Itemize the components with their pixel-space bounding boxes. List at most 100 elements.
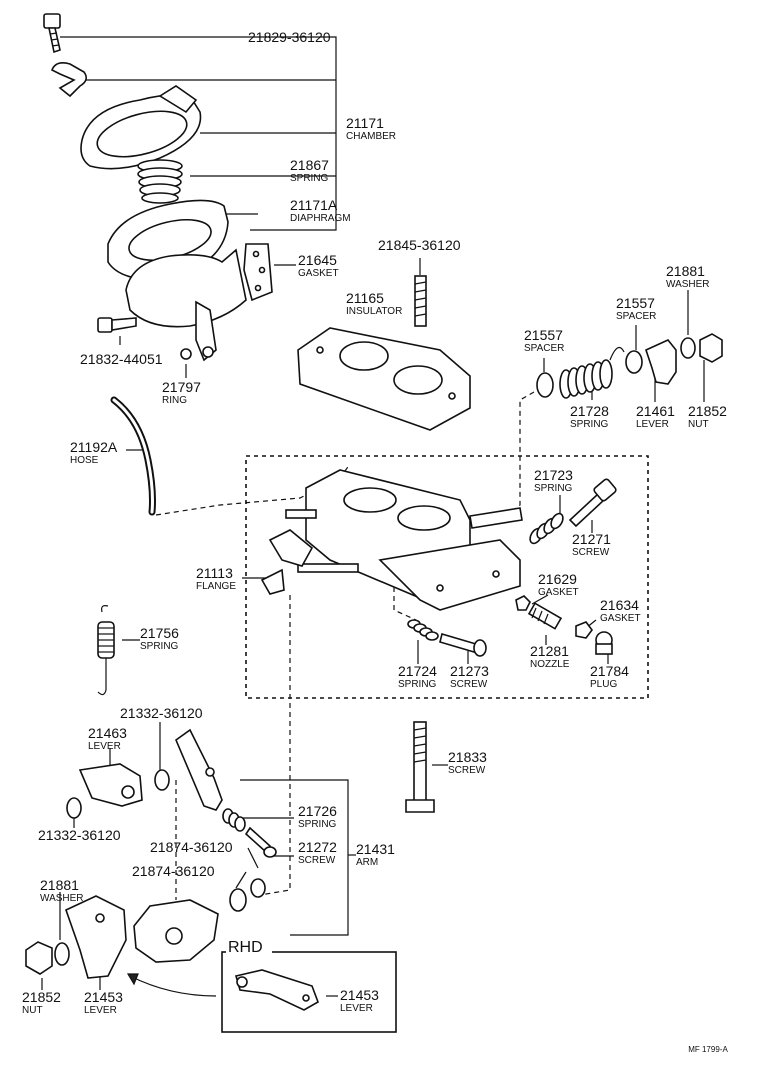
lever-icon xyxy=(645,339,677,385)
part-name: SPRING xyxy=(290,173,329,184)
part-number: 21829-36120 xyxy=(248,29,331,45)
part-name: HOSE xyxy=(70,455,99,466)
part-name: SPRING xyxy=(534,483,573,494)
spacer-ring-icon xyxy=(625,350,643,374)
throttle-lever-icon xyxy=(133,899,219,963)
leader-lines xyxy=(41,36,705,997)
spring-icon xyxy=(137,159,183,204)
screw-icon xyxy=(568,478,617,528)
stud-bolt-icon xyxy=(405,721,435,813)
arrow-icon xyxy=(129,975,217,997)
part-number: 21867 xyxy=(290,157,329,173)
part-number: 21723 xyxy=(534,467,573,483)
lever-icon xyxy=(78,763,143,807)
part-number: 21874-36120 xyxy=(150,839,233,855)
part-name: RING xyxy=(162,395,187,406)
flange-body-icon xyxy=(260,469,523,611)
nut-icon xyxy=(699,333,723,363)
part-name: GASKET xyxy=(298,268,339,279)
nozzle-icon xyxy=(527,602,563,630)
spring-icon xyxy=(97,605,115,696)
part-name: SPACER xyxy=(616,311,656,322)
washer-icon xyxy=(250,878,266,898)
part-name: SCREW xyxy=(448,765,486,776)
part-number: 21726 xyxy=(298,803,337,819)
part-name: DIAPHRAGM xyxy=(290,213,351,224)
arm-icon xyxy=(175,728,223,811)
part-number: 21784 xyxy=(590,663,629,679)
part-number: 21756 xyxy=(140,625,179,641)
coil-spring-icon xyxy=(559,346,625,399)
part-name: LEVER xyxy=(84,1005,117,1016)
part-number: 21192A xyxy=(70,439,118,455)
part-number: 21171A xyxy=(290,197,338,213)
rhd-inset: RHD xyxy=(221,936,397,1033)
screw-icon xyxy=(43,13,61,54)
part-name: SCREW xyxy=(572,547,610,558)
washer-icon xyxy=(66,797,82,819)
part-number: 21881 xyxy=(40,877,79,893)
nut-icon xyxy=(25,941,53,975)
stud-bolt-icon xyxy=(414,275,427,327)
washer-icon xyxy=(229,888,247,912)
part-name: SPRING xyxy=(140,641,179,652)
spring-icon xyxy=(407,619,439,641)
part-number: 21832-44051 xyxy=(80,351,163,367)
flange-assembly-box xyxy=(245,455,649,699)
footer-code: MF 1799-A xyxy=(688,1045,728,1054)
part-number: 21453 xyxy=(340,987,379,1003)
part-name: CHAMBER xyxy=(346,131,396,142)
dashed-assembly-lines xyxy=(155,391,535,900)
part-name: SCREW xyxy=(298,855,336,866)
spacer-ring-icon xyxy=(536,372,554,398)
part-number: 21797 xyxy=(162,379,201,395)
part-name: GASKET xyxy=(600,613,641,624)
washer-icon xyxy=(154,769,170,791)
part-number: 21881 xyxy=(666,263,705,279)
part-name: LEVER xyxy=(636,419,669,430)
part-number: 21645 xyxy=(298,252,337,268)
part-number: 21273 xyxy=(450,663,489,679)
screw-icon xyxy=(439,632,487,657)
insulator-icon xyxy=(297,327,471,431)
part-number: 21453 xyxy=(84,989,123,1005)
part-number: 21557 xyxy=(524,327,563,343)
part-number: 21845-36120 xyxy=(378,237,461,253)
part-number: 21463 xyxy=(88,725,127,741)
spring-icon xyxy=(529,512,564,545)
screw-icon xyxy=(97,317,137,333)
part-number: 21332-36120 xyxy=(38,827,121,843)
part-number: 21332-36120 xyxy=(120,705,203,721)
screw-icon xyxy=(244,826,277,858)
lever-icon xyxy=(65,895,127,979)
part-number: 21833 xyxy=(448,749,487,765)
part-number: 21629 xyxy=(538,571,577,587)
part-number: 21281 xyxy=(530,643,569,659)
part-name: INSULATOR xyxy=(346,306,402,317)
part-number: 21171 xyxy=(346,115,384,131)
part-number: 21634 xyxy=(600,597,639,613)
rhd-label: RHD xyxy=(228,939,263,956)
part-number: 21728 xyxy=(570,403,609,419)
part-number: 21852 xyxy=(22,989,61,1005)
plug-icon xyxy=(595,631,613,655)
part-drawings xyxy=(25,13,723,997)
part-name: FLANGE xyxy=(196,581,236,592)
chamber-icon xyxy=(80,85,202,170)
part-name: GASKET xyxy=(538,587,579,598)
washer-icon xyxy=(680,337,696,359)
part-number: 21557 xyxy=(616,295,655,311)
part-name: SPRING xyxy=(298,819,337,830)
part-number: 21852 xyxy=(688,403,727,419)
part-number: 21461 xyxy=(636,403,675,419)
part-number: 21271 xyxy=(572,531,611,547)
part-name: PLUG xyxy=(590,679,617,690)
part-name: NUT xyxy=(22,1005,43,1016)
part-number: 21431 xyxy=(356,841,395,857)
ring-icon xyxy=(180,348,192,360)
part-name: NOZZLE xyxy=(530,659,570,670)
part-name: NUT xyxy=(688,419,709,430)
part-name: SCREW xyxy=(450,679,488,690)
part-number: 21272 xyxy=(298,839,337,855)
